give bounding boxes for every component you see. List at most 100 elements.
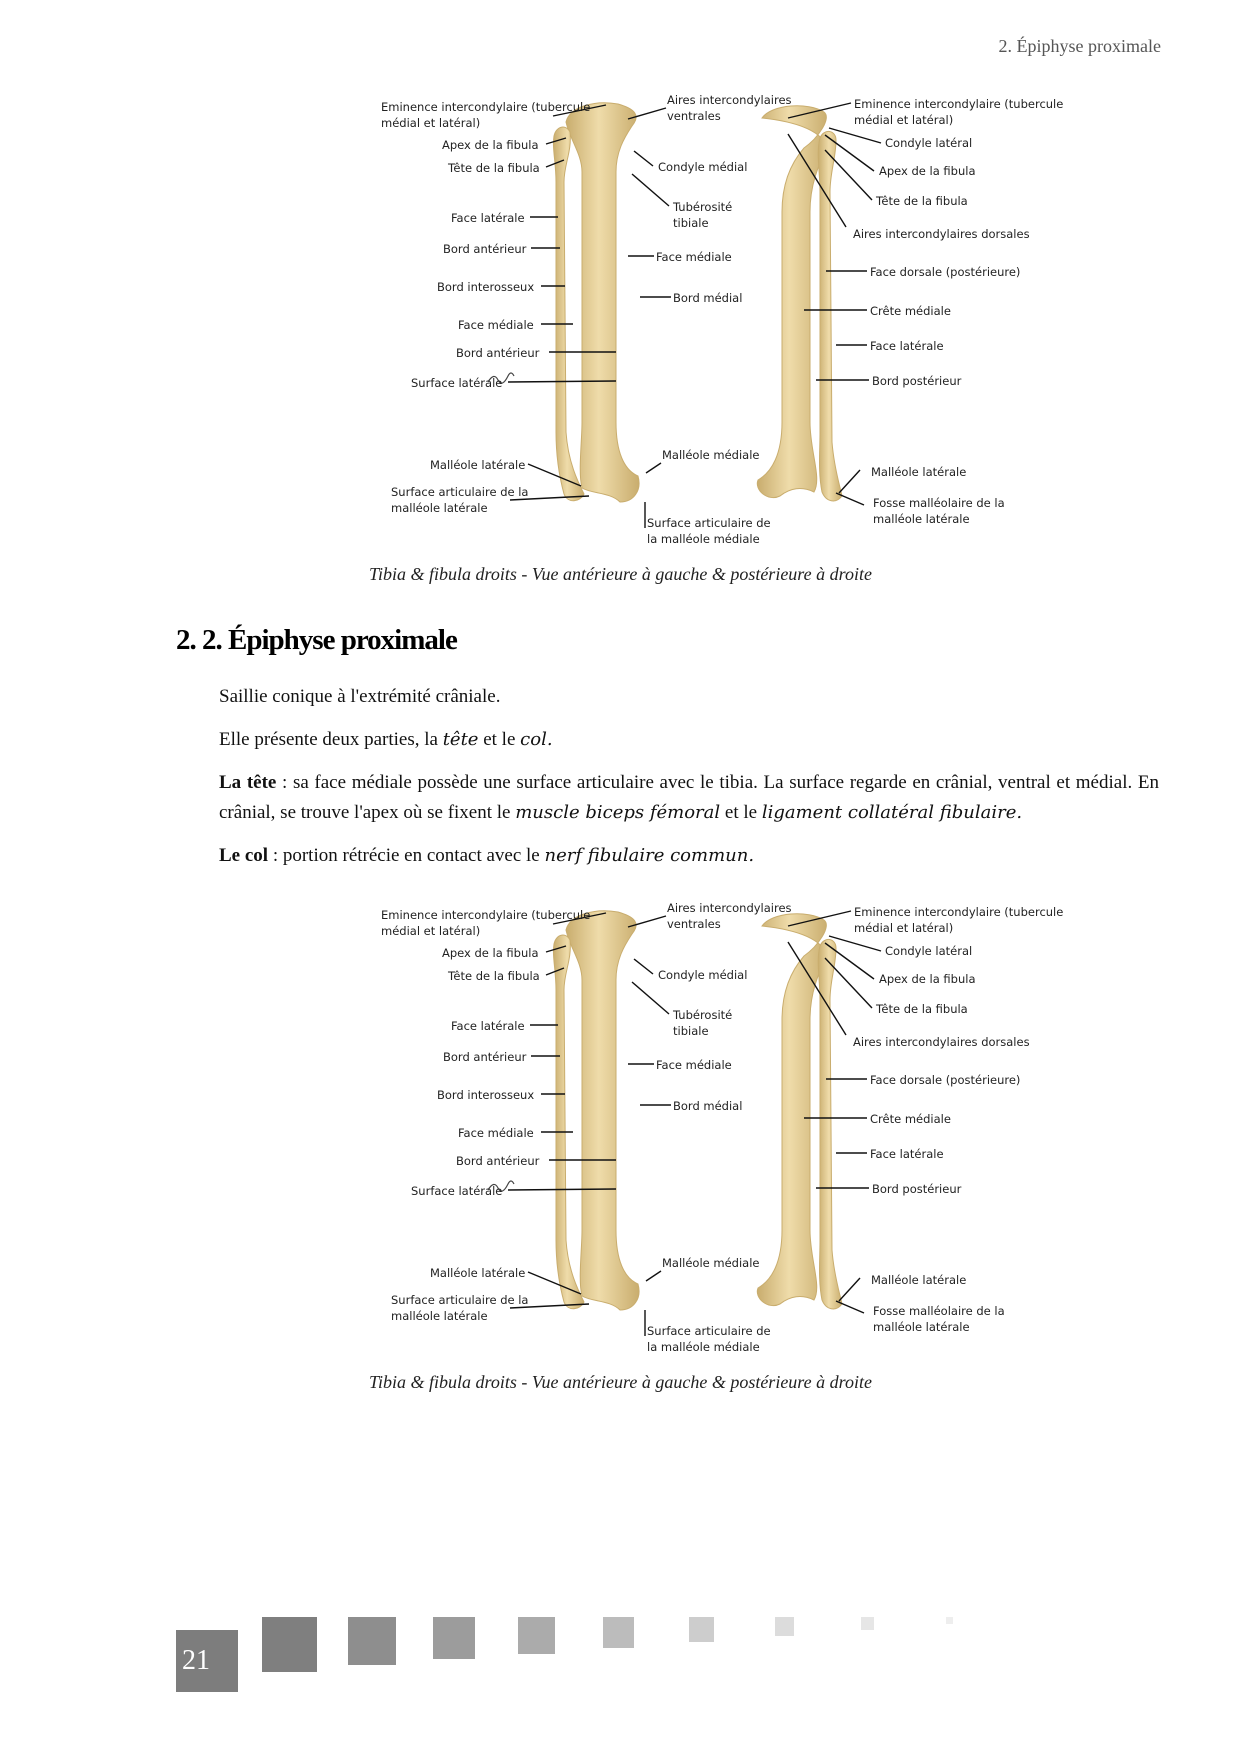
figure-label-malleole-med: Malléole médiale	[662, 447, 760, 463]
leader-line	[829, 936, 881, 951]
bone-figure-top: Eminence intercondylaire (tubercule médi…	[370, 92, 1080, 562]
figure-label-surf-lat: Surface latérale	[411, 1183, 502, 1199]
figure-label-tete-p: Tête de la fibula	[876, 1001, 968, 1017]
leader-line	[508, 1189, 616, 1190]
figure-label-condyle-med: Condyle médial	[658, 159, 747, 175]
figure-label-aires-dorsales: Aires intercondylaires dorsales	[853, 226, 1030, 242]
figure-label-condyle-med: Condyle médial	[658, 967, 747, 983]
p2-text-mid: et le	[478, 729, 520, 750]
paragraph-2: Elle présente deux parties, la tête et l…	[219, 725, 1159, 755]
figure-label-face-dorsale: Face dorsale (postérieure)	[870, 264, 1020, 280]
paragraph-3: La tête : sa face médiale possède une su…	[219, 768, 1159, 828]
figure-label-face-med-tib: Face médiale	[656, 1057, 732, 1073]
figure-label-crete-med: Crête médiale	[870, 1111, 951, 1127]
figure-label-surf-art-med: Surface articulaire de la malléole média…	[647, 1323, 771, 1355]
leader-line	[839, 470, 860, 493]
p4-text: : portion rétrécie en contact avec le	[268, 845, 544, 866]
figure-label-apex: Apex de la fibula	[442, 945, 539, 961]
figure-label-surf-art-lat: Surface articulaire de la malléole latér…	[391, 1292, 528, 1324]
leader-line	[836, 1301, 864, 1313]
p3-bold: La tête	[219, 772, 276, 793]
figure-label-face-lat: Face latérale	[451, 210, 525, 226]
figure-label-face-med: Face médiale	[458, 1125, 534, 1141]
leader-line	[839, 1278, 860, 1301]
p3-text-mid: et le	[720, 802, 762, 823]
figure-label-malleole-lat-p: Malléole latérale	[871, 1272, 966, 1288]
term-ligament: ligament collatéral fibulaire.	[762, 802, 1022, 823]
footer-square	[689, 1617, 714, 1642]
footer-square	[603, 1617, 634, 1648]
figure-label-tuberosite: Tubérosité tibiale	[673, 1007, 732, 1039]
fibula-anterior-shape	[553, 935, 584, 1309]
figure-label-apex-p: Apex de la fibula	[879, 163, 976, 179]
leader-line	[632, 982, 669, 1014]
figure-label-surf-lat: Surface latérale	[411, 375, 502, 391]
term-nerf: nerf fibulaire commun.	[545, 845, 755, 866]
figure-label-bord-med: Bord médial	[673, 1098, 742, 1114]
figure-caption-bottom: Tibia & fibula droits - Vue antérieure à…	[0, 1372, 1241, 1393]
figure-label-bord-post: Bord postérieur	[872, 373, 961, 389]
figure-label-eminence-p: Eminence intercondylaire (tubercule médi…	[854, 904, 1063, 936]
term-col: col.	[520, 729, 552, 750]
paragraph-1: Saillie conique à l'extrémité crâniale.	[219, 682, 1159, 712]
figure-label-face-dorsale: Face dorsale (postérieure)	[870, 1072, 1020, 1088]
figure-label-malleole-lat: Malléole latérale	[430, 457, 525, 473]
figure-label-tuberosite: Tubérosité tibiale	[673, 199, 732, 231]
figure-label-face-lat-p: Face latérale	[870, 338, 944, 354]
figure-label-aires-ventrales: Aires intercondylaires ventrales	[667, 92, 792, 124]
figure-label-bord-ant: Bord antérieur	[443, 241, 526, 257]
leader-line	[829, 128, 881, 143]
p4-bold: Le col	[219, 845, 268, 866]
footer-square	[946, 1617, 953, 1624]
footer-square	[861, 1617, 874, 1630]
figure-label-face-med: Face médiale	[458, 317, 534, 333]
figure-label-bord-ant2: Bord antérieur	[456, 345, 539, 361]
figure-label-bord-ant: Bord antérieur	[443, 1049, 526, 1065]
figure-label-tete: Tête de la fibula	[448, 968, 540, 984]
term-tete: tête	[443, 729, 479, 750]
figure-label-aires-dorsales: Aires intercondylaires dorsales	[853, 1034, 1030, 1050]
leader-line	[836, 493, 864, 505]
leader-line	[508, 381, 616, 382]
footer-square	[262, 1617, 317, 1672]
figure-label-malleole-med: Malléole médiale	[662, 1255, 760, 1271]
fibula-anterior-shape	[553, 127, 584, 501]
leader-line	[646, 1271, 661, 1281]
figure-label-face-med-tib: Face médiale	[656, 249, 732, 265]
footer-square	[775, 1617, 794, 1636]
footer-square	[518, 1617, 555, 1654]
figure-label-eminence-p: Eminence intercondylaire (tubercule médi…	[854, 96, 1063, 128]
figure-label-bord-ant2: Bord antérieur	[456, 1153, 539, 1169]
figure-label-malleole-lat: Malléole latérale	[430, 1265, 525, 1281]
figure-label-surf-art-med: Surface articulaire de la malléole média…	[647, 515, 771, 547]
figure-label-malleole-lat-p: Malléole latérale	[871, 464, 966, 480]
figure-label-condyle-lat: Condyle latéral	[885, 135, 972, 151]
section-title: 2. 2. Épiphyse proximale	[176, 624, 457, 657]
figure-label-apex: Apex de la fibula	[442, 137, 539, 153]
figure-label-face-lat: Face latérale	[451, 1018, 525, 1034]
figure-label-aires-ventrales: Aires intercondylaires ventrales	[667, 900, 792, 932]
figure-label-condyle-lat: Condyle latéral	[885, 943, 972, 959]
tibia-posterior-shape	[757, 914, 828, 1306]
figure-label-bord-inter: Bord interosseux	[437, 279, 534, 295]
term-biceps: muscle biceps fémoral	[515, 802, 720, 823]
figure-label-face-lat-p: Face latérale	[870, 1146, 944, 1162]
figure-label-fosse: Fosse malléolaire de la malléole latéral…	[873, 1303, 1005, 1335]
leader-line	[646, 463, 661, 473]
tibia-posterior-shape	[757, 106, 828, 498]
figure-label-crete-med: Crête médiale	[870, 303, 951, 319]
leader-line	[825, 958, 872, 1008]
footer-square	[433, 1617, 475, 1659]
figure-label-fosse: Fosse malléolaire de la malléole latéral…	[873, 495, 1005, 527]
page-number: 21	[176, 1630, 238, 1692]
leader-line	[825, 150, 872, 200]
tibia-anterior-shape	[566, 911, 639, 1310]
running-header: 2. Épiphyse proximale	[999, 36, 1161, 57]
fibula-posterior-shape	[818, 131, 842, 501]
figure-label-bord-inter: Bord interosseux	[437, 1087, 534, 1103]
figure-label-tete: Tête de la fibula	[448, 160, 540, 176]
figure-caption-top: Tibia & fibula droits - Vue antérieure à…	[0, 564, 1241, 585]
p2-text: Elle présente deux parties, la	[219, 729, 443, 750]
footer-square	[348, 1617, 396, 1665]
figure-label-tete-p: Tête de la fibula	[876, 193, 968, 209]
